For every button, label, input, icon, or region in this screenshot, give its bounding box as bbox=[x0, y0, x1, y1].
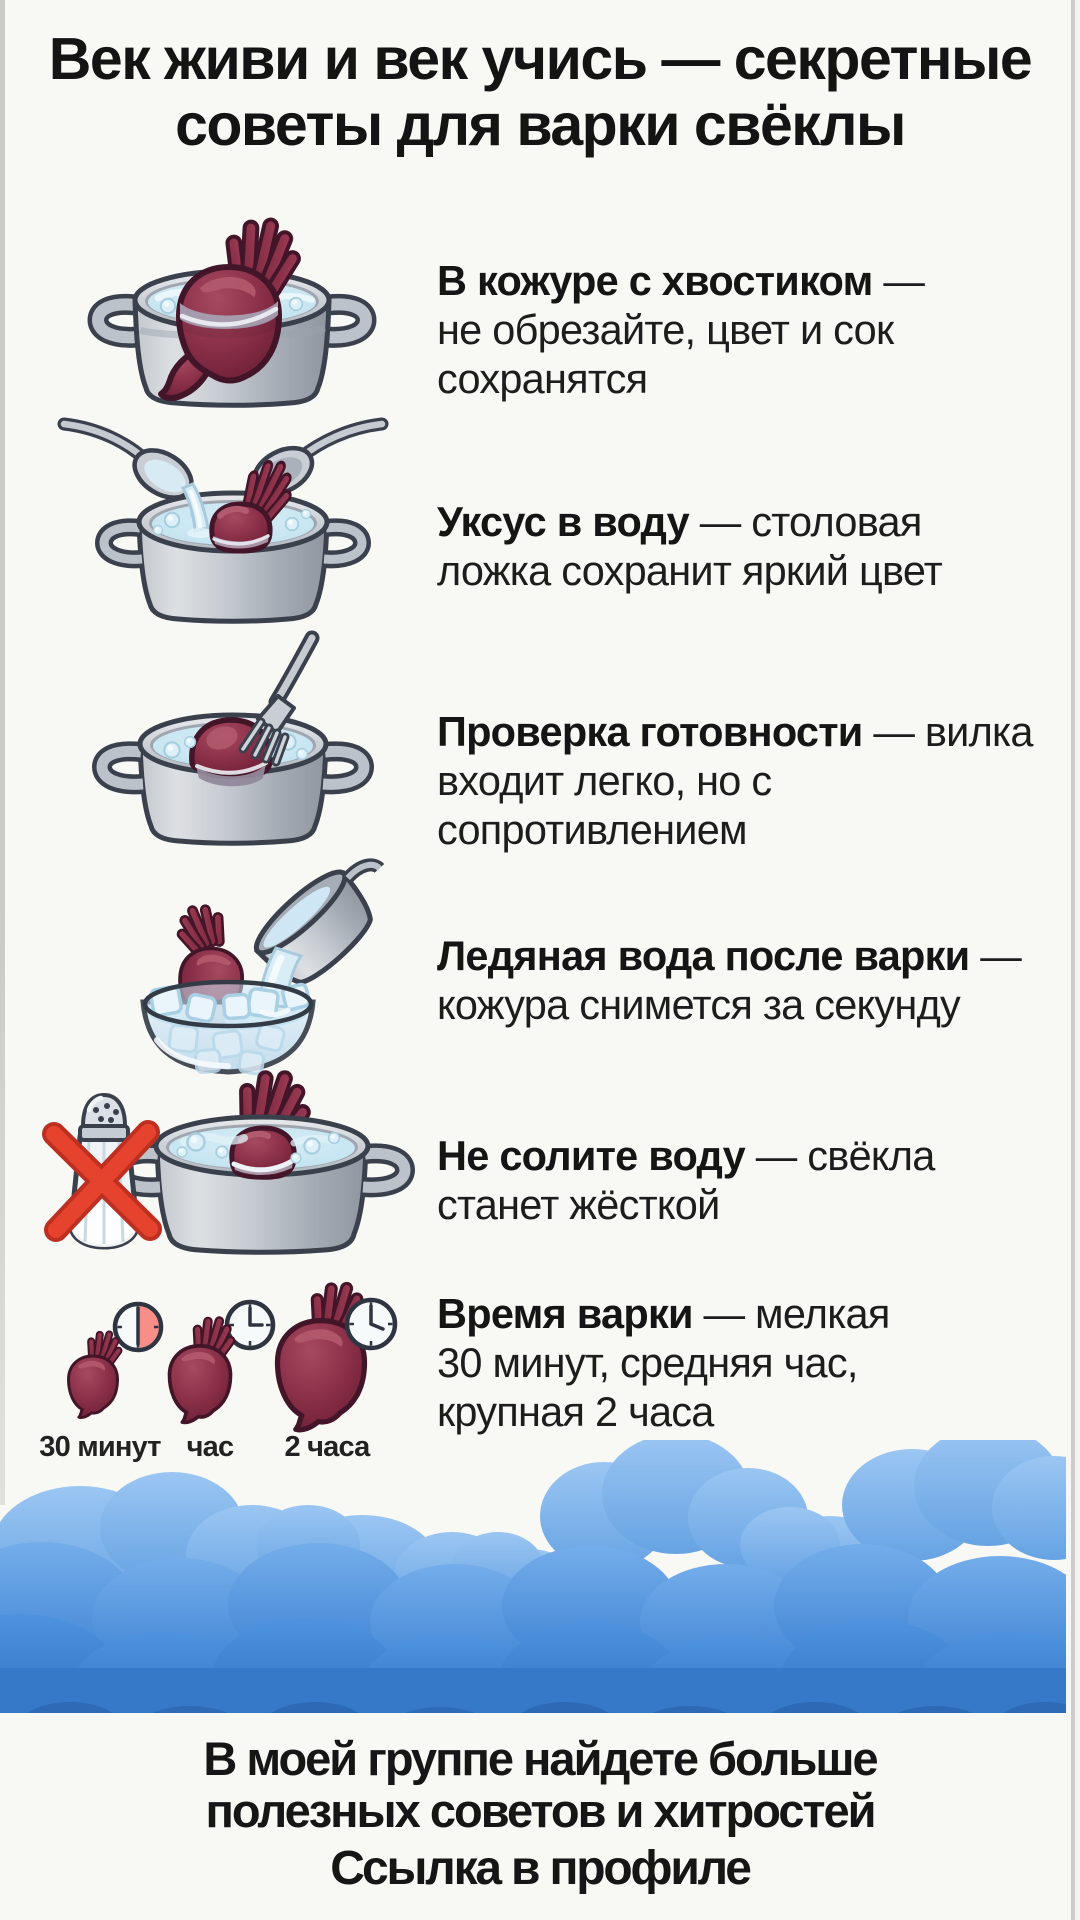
page-title: Век живи и век учись — секретные советы … bbox=[0, 26, 1080, 158]
time-label-30min: 30 минут bbox=[39, 1431, 161, 1463]
left-spoon-handle bbox=[57, 417, 153, 467]
tip-text-1: В кожуре с хвостиком — не обрезайте, цве… bbox=[437, 256, 1057, 403]
footer-line-2: полезных советов и хитростей bbox=[205, 1784, 876, 1837]
tip-line: Уксус в воду — столовая bbox=[437, 498, 922, 545]
tip-line: 30 минут, средняя час, bbox=[437, 1339, 858, 1386]
no-salt-cross bbox=[42, 1120, 162, 1242]
left-edge-strip bbox=[0, 0, 5, 1505]
footer-link-note: Ссылка в профиле bbox=[330, 1842, 752, 1895]
clock-30min bbox=[112, 1301, 164, 1353]
tip-line: не обрезайте, цвет и сок bbox=[437, 306, 894, 353]
tip-text-4: Ледяная вода после варки — кожура снимет… bbox=[437, 931, 1057, 1029]
tip-line: станет жёсткой bbox=[437, 1181, 720, 1228]
tip-line: Ледяная вода после варки — bbox=[437, 932, 1022, 979]
clouds-illustration bbox=[0, 1440, 1066, 1713]
tip-line: входит легко, но с bbox=[437, 757, 772, 804]
tip-line: Время варки — мелкая bbox=[437, 1290, 890, 1337]
cooking-time-beets-illustration bbox=[67, 1274, 398, 1430]
title-line-2: советы для варки свёклы bbox=[175, 92, 906, 158]
tip-line: кожура снимется за секунду bbox=[437, 981, 961, 1028]
footer-text: В моей группе найдете больше полезных со… bbox=[0, 1733, 1080, 1837]
tip-line: крупная 2 часа bbox=[437, 1388, 714, 1435]
ice-water-bowl-illustration bbox=[140, 858, 385, 1076]
tip-text-3: Проверка готовности — вилка входит легко… bbox=[437, 707, 1057, 854]
fork-test-pot-illustration bbox=[91, 630, 375, 846]
beet-medium bbox=[167, 1344, 233, 1425]
time-label-1hour: час bbox=[186, 1431, 234, 1463]
beet-small bbox=[67, 1354, 119, 1419]
clock-2hours bbox=[344, 1297, 398, 1351]
tip-line: ложка сохранит яркий цвет bbox=[437, 547, 943, 594]
tip-line: Проверка готовности — вилка bbox=[437, 708, 1033, 755]
title-line-1: Век живи и век учись — секретные bbox=[48, 26, 1033, 92]
no-salt-pot-illustration bbox=[42, 1059, 416, 1255]
tip-line: сопротивлением bbox=[437, 806, 748, 853]
tip-line: сохранятся bbox=[437, 355, 648, 402]
tip-text-2: Уксус в воду — столовая ложка сохранит я… bbox=[437, 497, 1057, 595]
vinegar-spoons-pot-illustration bbox=[57, 417, 389, 624]
tip-text-6: Время варки — мелкая 30 минут, средняя ч… bbox=[437, 1289, 1057, 1436]
tip-line: Не солите воду — свёкла bbox=[437, 1132, 935, 1179]
time-label-2hours: 2 часа bbox=[284, 1431, 371, 1463]
tip-line: В кожуре с хвостиком — bbox=[437, 257, 925, 304]
beet-in-pot-illustration bbox=[87, 212, 377, 408]
right-edge-strip bbox=[1066, 0, 1080, 1920]
footer-line-1: В моей группе найдете больше bbox=[203, 1732, 878, 1785]
tip-text-5: Не солите воду — свёкла станет жёсткой bbox=[437, 1131, 1057, 1229]
